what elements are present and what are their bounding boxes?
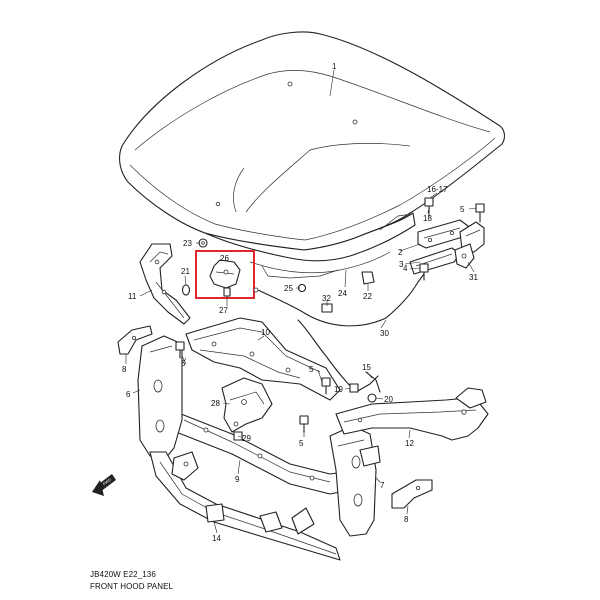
callout-1: 1 — [332, 62, 337, 71]
callout-26: 26 — [220, 254, 229, 263]
callout-5-left: 5 — [181, 359, 186, 368]
release-cable — [253, 273, 425, 393]
callout-18: 18 — [423, 214, 432, 223]
callouts: 1 16-17 5 18 2 3 4 31 22 24 25 32 30 23 … — [122, 62, 478, 543]
hinge-bracket — [454, 243, 475, 269]
fwd-label: FWD — [102, 477, 112, 486]
lock-bracket — [221, 377, 273, 433]
callout-30: 30 — [380, 329, 389, 338]
fwd-arrow-icon: FWD — [92, 474, 116, 496]
callout-12: 12 — [405, 439, 414, 448]
bolt-part — [419, 197, 485, 281]
diagram-code: JB420W E22_136 — [90, 570, 156, 579]
callout-15: 15 — [362, 363, 371, 372]
callout-3: 3 — [399, 260, 404, 269]
callout-24: 24 — [338, 289, 347, 298]
callout-9: 9 — [235, 475, 240, 484]
callout-6: 6 — [126, 390, 131, 399]
radiator-support-upper — [185, 317, 341, 401]
callout-5: 5 — [460, 205, 465, 214]
highlight-box — [195, 250, 255, 299]
bracket-left — [117, 325, 153, 355]
callout-2: 2 — [398, 248, 403, 257]
callout-19: 19 — [334, 385, 343, 394]
callout-25: 25 — [284, 284, 293, 293]
callout-29: 29 — [242, 434, 251, 443]
callout-16-17: 16-17 — [427, 185, 448, 194]
callout-28: 28 — [211, 399, 220, 408]
callout-8-left: 8 — [122, 365, 127, 374]
hood-lock-assembly — [209, 259, 241, 297]
callout-31: 31 — [469, 273, 478, 282]
grommet-part — [181, 238, 208, 296]
callout-5-lower: 5 — [299, 439, 304, 448]
callout-7: 7 — [380, 481, 385, 490]
callout-27: 27 — [219, 306, 228, 315]
callout-20: 20 — [384, 395, 393, 404]
hood-hinge-left — [409, 247, 461, 275]
side-member-left — [137, 335, 183, 461]
callout-4: 4 — [403, 264, 408, 273]
buffer-part — [297, 271, 375, 313]
hood-panel — [119, 31, 505, 279]
side-member-right — [329, 425, 381, 537]
callout-32: 32 — [322, 294, 331, 303]
callout-23: 23 — [183, 239, 192, 248]
hood-side-bracket — [139, 243, 191, 325]
leader-lines — [125, 69, 477, 534]
callout-8-right: 8 — [404, 515, 409, 524]
diagram-title: FRONT HOOD PANEL — [90, 582, 174, 591]
callout-10: 10 — [261, 328, 270, 337]
lower-front-member — [149, 451, 341, 561]
callout-14: 14 — [212, 534, 221, 543]
cross-member — [335, 387, 489, 441]
callout-22: 22 — [363, 292, 372, 301]
support-rod — [365, 371, 381, 393]
bolt-set — [175, 341, 377, 441]
hood-hinge-right — [417, 219, 485, 253]
bracket-right — [391, 479, 433, 509]
callout-5-mid: 5 — [309, 365, 314, 374]
callout-21: 21 — [181, 267, 190, 276]
callout-11: 11 — [128, 292, 137, 301]
